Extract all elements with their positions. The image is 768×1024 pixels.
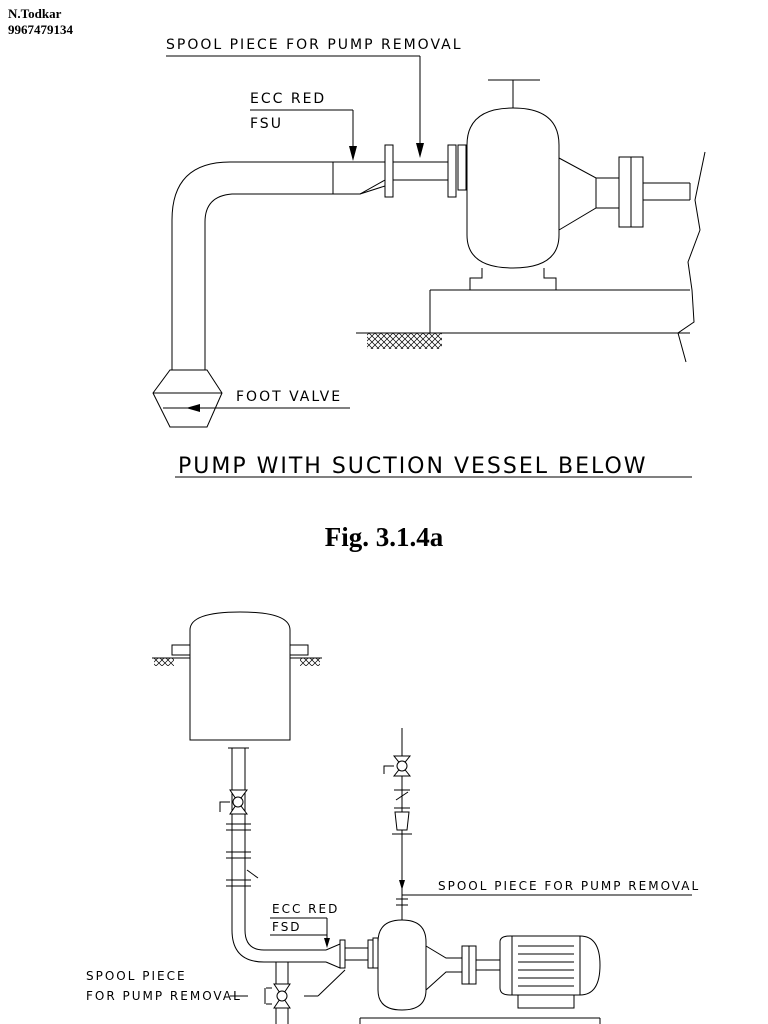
label-ecc-red: ECC RED [250,91,326,107]
label-spool-piece-discharge: SPOOL PIECE FOR PUMP REMOVAL [438,879,700,893]
label-spool-piece: SPOOL PIECE FOR PUMP REMOVAL [166,37,463,53]
author-name: N.Todkar [8,6,62,21]
figure-caption: Fig. 3.1.4a [324,522,444,552]
label-spool-piece-line2: FOR PUMP REMOVAL [86,989,242,1003]
label-fsu: FSU [250,116,283,132]
pump-inlet-b [270,917,379,969]
figure-b-drawing [152,611,692,1024]
label-spool-piece-line1: SPOOL PIECE [86,969,187,983]
foot-valve [152,369,350,428]
spool-flanges [384,144,467,198]
motor [359,935,601,1024]
spool-piece-leader [166,55,424,158]
pump-b [377,919,500,1011]
suction-pipe [171,161,386,370]
label-figure-title: PUMP WITH SUCTION VESSEL BELOW [178,454,648,479]
figure-a-drawing [152,55,706,478]
label-ecc-red-b: ECC RED [272,902,339,916]
ecc-red-leader [250,109,357,161]
discharge-line-b [383,728,692,920]
foundation-a [356,151,706,363]
suction-line-b [219,747,326,963]
label-fsd: FSD [272,920,302,934]
pump-a [466,79,691,291]
label-foot-valve: FOOT VALVE [236,389,342,405]
lower-spool-leader [230,962,346,1024]
suction-vessel [152,611,322,741]
author-block: N.Todkar 9967479134 [8,6,73,38]
author-phone: 9967479134 [8,22,73,37]
